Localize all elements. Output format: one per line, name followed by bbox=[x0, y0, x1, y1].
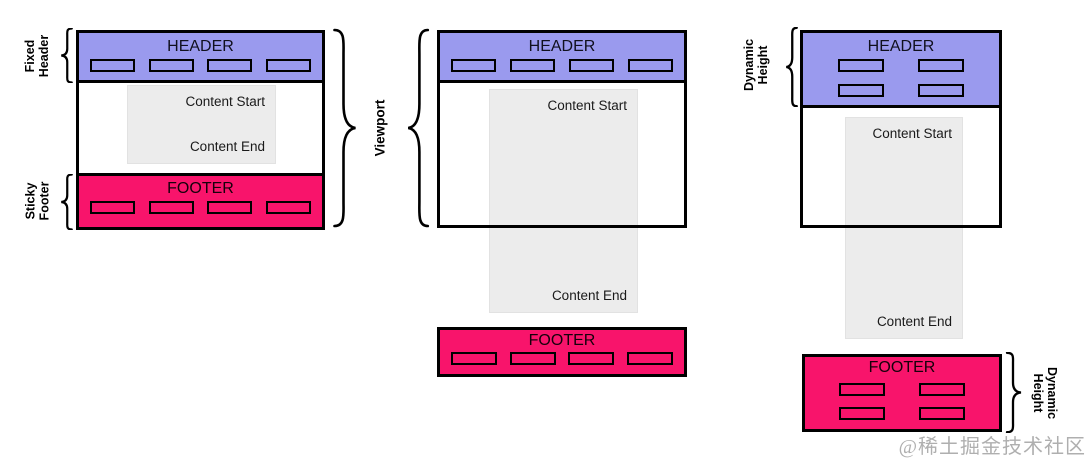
content-block-panel1: Content Start Content End bbox=[127, 85, 276, 164]
nav-item bbox=[919, 407, 965, 420]
content-end-label: Content End bbox=[189, 139, 265, 154]
nav-item bbox=[628, 59, 673, 72]
footer-title: FOOTER bbox=[868, 359, 936, 376]
dynamic-height-footer-label: Dynamic Height bbox=[1031, 366, 1060, 420]
content-end-label: Content End bbox=[876, 314, 952, 329]
nav-item bbox=[919, 383, 965, 396]
nav-item bbox=[265, 201, 311, 214]
nav-item bbox=[451, 352, 497, 365]
nav-item bbox=[207, 201, 253, 214]
watermark: @稀土掘金技术社区 bbox=[898, 436, 1086, 458]
nav-item bbox=[148, 201, 194, 214]
header-title: HEADER bbox=[528, 38, 596, 55]
viewport-open-brace-icon bbox=[404, 28, 432, 228]
panel-fixed-sticky: HEADER FOOTER bbox=[76, 30, 325, 230]
header-nav-row1 bbox=[803, 59, 999, 72]
header-nav bbox=[79, 59, 322, 72]
footer-block-detached: FOOTER bbox=[437, 327, 687, 377]
panel-dynamic-height: HEADER bbox=[800, 30, 1002, 228]
sticky-footer-label: Sticky Footer bbox=[23, 181, 52, 221]
viewport-label: Viewport bbox=[372, 99, 388, 157]
content-block-panel2: Content Start Content End bbox=[489, 89, 638, 313]
nav-item bbox=[569, 59, 614, 72]
nav-item bbox=[90, 201, 135, 214]
nav-item bbox=[838, 84, 884, 97]
nav-item bbox=[510, 59, 555, 72]
nav-item bbox=[918, 59, 964, 72]
sticky-footer-brace-icon bbox=[59, 174, 74, 230]
nav-item bbox=[207, 59, 253, 72]
nav-item bbox=[90, 59, 135, 72]
nav-item bbox=[451, 59, 496, 72]
fixed-header-brace-icon bbox=[59, 28, 74, 83]
header-block: HEADER bbox=[79, 33, 322, 83]
footer-nav bbox=[79, 201, 322, 214]
nav-item bbox=[839, 407, 885, 420]
header-title: HEADER bbox=[167, 38, 234, 55]
header-title: HEADER bbox=[867, 38, 935, 55]
dynamic-height-header-brace-icon bbox=[784, 27, 799, 107]
nav-item bbox=[265, 59, 311, 72]
footer-block-dynamic: FOOTER bbox=[802, 354, 1002, 432]
nav-item bbox=[838, 59, 884, 72]
header-block: HEADER bbox=[803, 33, 999, 108]
footer-block: FOOTER bbox=[79, 173, 322, 227]
header-nav-row2 bbox=[803, 84, 999, 97]
nav-item bbox=[148, 59, 194, 72]
nav-item bbox=[839, 383, 885, 396]
viewport-close-brace-icon bbox=[330, 28, 360, 228]
dynamic-height-header-label: Dynamic Height bbox=[742, 38, 771, 92]
content-start-label: Content Start bbox=[872, 126, 952, 141]
dynamic-height-footer-brace-icon bbox=[1004, 352, 1024, 433]
footer-nav bbox=[440, 352, 684, 365]
content-start-label: Content Start bbox=[547, 98, 627, 113]
content-end-label: Content End bbox=[551, 288, 627, 303]
nav-item bbox=[626, 352, 673, 365]
content-start-label: Content Start bbox=[185, 94, 265, 109]
nav-item bbox=[568, 352, 615, 365]
nav-item bbox=[918, 84, 964, 97]
footer-title: FOOTER bbox=[167, 180, 234, 197]
header-nav bbox=[440, 59, 684, 72]
nav-item bbox=[509, 352, 556, 365]
panel-viewport-flow: HEADER bbox=[437, 30, 687, 228]
footer-title: FOOTER bbox=[528, 332, 596, 349]
footer-nav-row2 bbox=[805, 407, 999, 420]
footer-nav-row1 bbox=[805, 383, 999, 396]
content-block-panel3: Content Start Content End bbox=[845, 117, 963, 339]
header-block: HEADER bbox=[440, 33, 684, 83]
fixed-header-label: Fixed Header bbox=[23, 34, 52, 78]
